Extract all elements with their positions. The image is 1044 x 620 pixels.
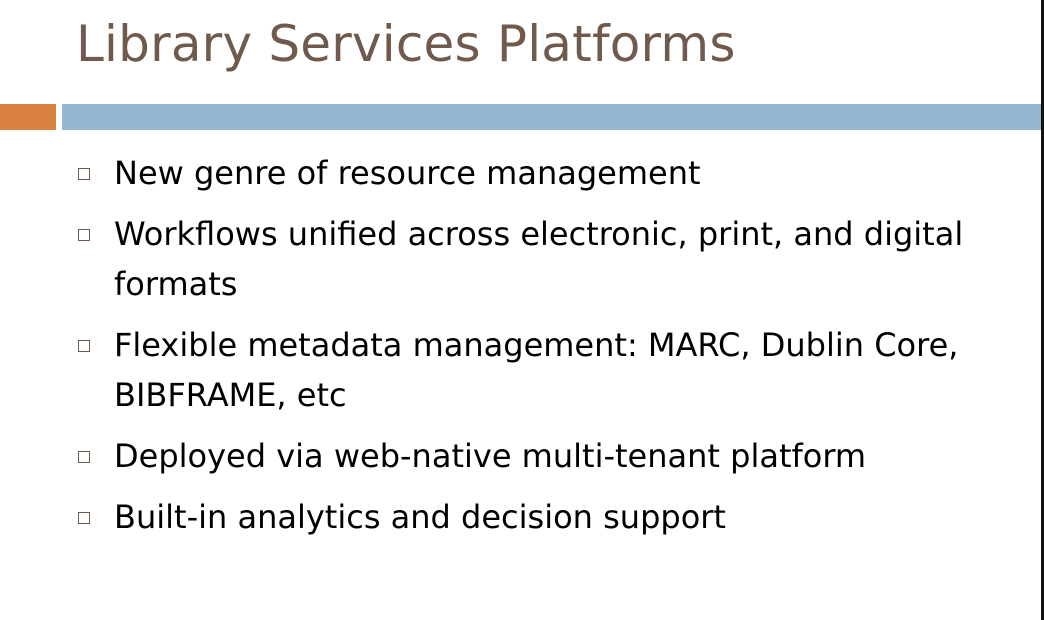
title-accent-bar-blue xyxy=(62,104,1044,130)
hollow-square-bullet-icon xyxy=(78,168,90,180)
hollow-square-bullet-icon xyxy=(78,451,90,463)
bullet-list: New genre of resource management Workflo… xyxy=(78,148,998,553)
hollow-square-bullet-icon xyxy=(78,340,90,352)
bullet-text: New genre of resource management xyxy=(114,154,701,192)
slide-title: Library Services Platforms xyxy=(76,15,736,73)
hollow-square-bullet-icon xyxy=(78,512,90,524)
hollow-square-bullet-icon xyxy=(78,229,90,241)
bullet-item: Built-in analytics and decision support xyxy=(78,492,998,542)
bullet-text: Flexible metadata management: MARC, Dubl… xyxy=(114,326,959,414)
bullet-item: Deployed via web-native multi-tenant pla… xyxy=(78,431,998,481)
title-accent-bar-orange xyxy=(0,104,56,130)
bullet-text: Built-in analytics and decision support xyxy=(114,498,726,536)
window-edge-divider xyxy=(1041,0,1044,620)
bullet-item: Flexible metadata management: MARC, Dubl… xyxy=(78,320,998,420)
bullet-item: Workflows unified across electronic, pri… xyxy=(78,209,998,309)
bullet-item: New genre of resource management xyxy=(78,148,998,198)
bullet-text: Deployed via web-native multi-tenant pla… xyxy=(114,437,867,475)
bullet-text: Workflows unified across electronic, pri… xyxy=(114,215,964,303)
